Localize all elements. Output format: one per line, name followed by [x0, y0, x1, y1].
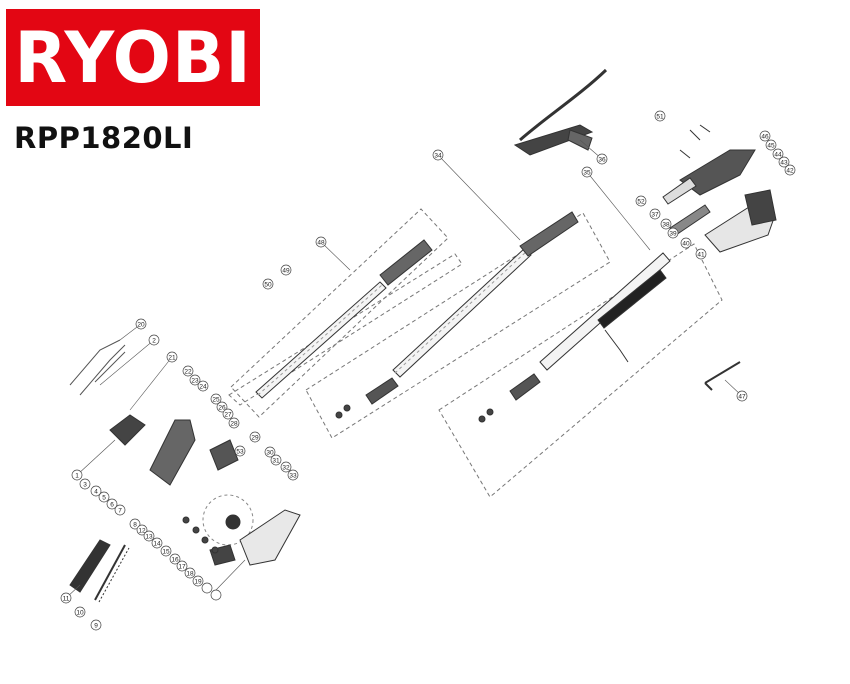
callout-number: 47 — [738, 393, 746, 400]
callout-number: 5 — [102, 494, 106, 501]
logo-text: RYOBI — [14, 16, 252, 99]
callout-number: 50 — [264, 281, 272, 288]
callout-number: 15 — [162, 548, 170, 555]
callout-number: 16 — [171, 556, 179, 563]
callout-number: 25 — [212, 396, 220, 403]
callout-number: 17 — [178, 563, 186, 570]
callout-markers — [60, 110, 796, 604]
callout-number: 8 — [133, 521, 137, 528]
callout-number: 30 — [266, 449, 274, 456]
callout-number: 42 — [786, 167, 794, 174]
callout-number: 14 — [153, 540, 161, 547]
callout-number: 19 — [194, 578, 202, 585]
callout-number: 12 — [138, 527, 146, 534]
callout-number: 24 — [199, 383, 207, 390]
shaft-group-outlines — [228, 208, 723, 498]
callout-number: 39 — [669, 230, 677, 237]
callout-number: 2 — [152, 337, 156, 344]
callout-circle — [74, 606, 86, 618]
callout-number: 28 — [230, 420, 238, 427]
callout-number: 20 — [137, 321, 145, 328]
callout-number: 53 — [236, 448, 244, 455]
callout-number: 3 — [83, 481, 87, 488]
callout-number: 35 — [583, 169, 591, 176]
callout-number: 43 — [780, 159, 788, 166]
callout-number: 34 — [434, 152, 442, 159]
callout-number: 1 — [75, 472, 79, 479]
handle-assembly — [662, 124, 777, 253]
callout-number: 27 — [224, 411, 232, 418]
callout-number: 21 — [168, 354, 176, 361]
callout-number: 23 — [191, 377, 199, 384]
callout-number: 29 — [251, 434, 259, 441]
callout-number: 52 — [637, 198, 645, 205]
extension-shaft-2 — [335, 211, 579, 419]
model-number: RPP1820LI — [14, 121, 194, 155]
callout-number: 38 — [662, 221, 670, 228]
callout-number: 41 — [697, 251, 705, 258]
callout-number: 40 — [682, 240, 690, 247]
callout-number: 11 — [63, 595, 70, 602]
callout-number: 10 — [76, 609, 84, 616]
callout-number: 22 — [184, 368, 192, 375]
callout-number: 32 — [282, 464, 290, 471]
wire-harness — [69, 339, 126, 396]
callout-number: 36 — [598, 156, 606, 163]
callout-number: 13 — [145, 533, 153, 540]
callout-number: 48 — [317, 239, 325, 246]
callout-number: 46 — [761, 133, 769, 140]
callout-number: 6 — [110, 501, 114, 508]
callout-number: 4 — [94, 488, 98, 495]
hex-key — [704, 361, 741, 391]
callout-number: 7 — [118, 507, 122, 514]
callout-number: 26 — [218, 404, 226, 411]
callout-number: 31 — [272, 457, 280, 464]
ryobi-logo: RYOBI — [6, 9, 260, 106]
callout-number: 18 — [186, 570, 194, 577]
extension-shaft-1 — [255, 239, 433, 399]
chain-head-assembly — [109, 414, 301, 566]
callout-number: 44 — [774, 151, 782, 158]
callout-number: 9 — [94, 622, 98, 629]
callout-number: 49 — [282, 267, 290, 274]
leader-lines — [65, 139, 743, 599]
shoulder-strap — [513, 68, 608, 156]
extension-shaft-3 — [478, 252, 671, 423]
callout-number: 51 — [656, 113, 664, 120]
callout-number: 45 — [767, 142, 775, 149]
bar-and-chain — [69, 539, 130, 603]
callout-number: 37 — [651, 211, 659, 218]
callout-number: 33 — [289, 472, 297, 479]
callout-circle — [90, 619, 102, 631]
